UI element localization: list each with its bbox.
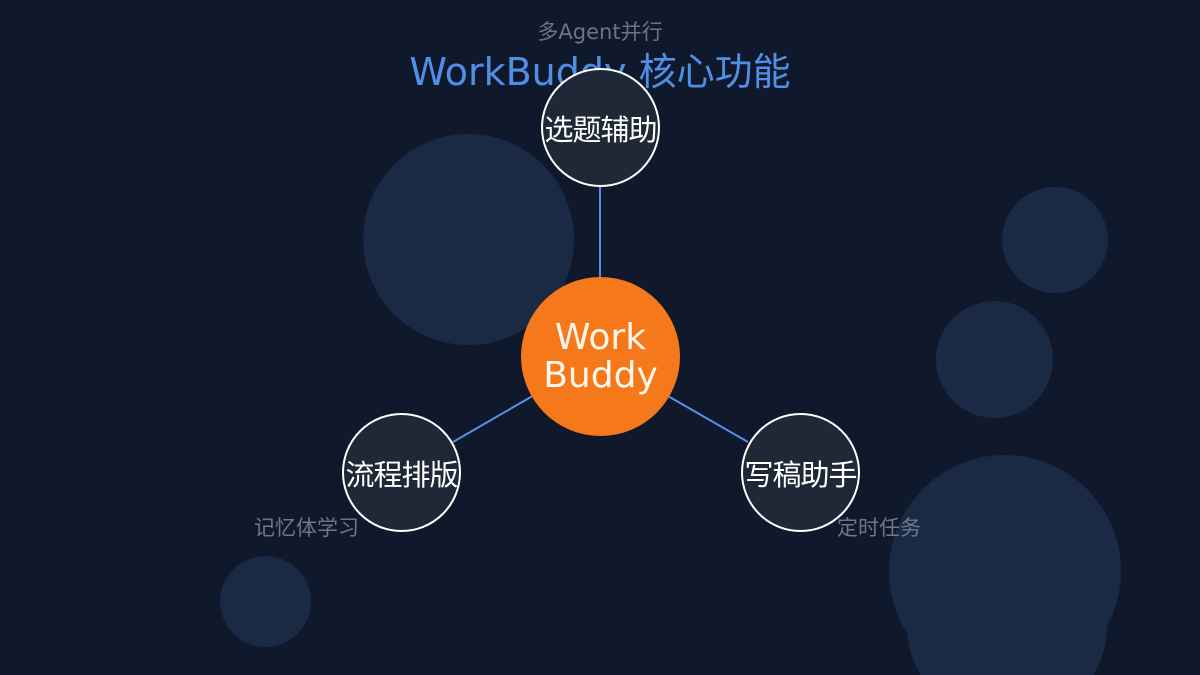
node-label: 写稿助手 — [744, 457, 857, 492]
node-layout-flow[interactable]: 流程排版 — [342, 413, 461, 532]
node-writing-assist[interactable]: 写稿助手 — [741, 413, 860, 532]
label-memory-learning: 记忆体学习 — [254, 516, 359, 540]
decor-circle-bottom-left — [220, 556, 311, 647]
decor-circle-right-top — [1002, 187, 1108, 293]
node-label: 选题辅助 — [544, 112, 657, 147]
center-hub-workbuddy[interactable]: Work Buddy — [521, 277, 680, 436]
decor-circle-bottom-right-b — [907, 525, 1107, 675]
decor-circle-right-middle — [936, 301, 1053, 418]
center-label-line1: Work — [554, 316, 647, 358]
label-scheduled-tasks: 定时任务 — [837, 516, 921, 540]
slide-subtitle: 多Agent并行 — [537, 20, 663, 44]
node-topic-assist[interactable]: 选题辅助 — [541, 68, 660, 187]
node-label: 流程排版 — [345, 457, 458, 492]
center-label-line2: Buddy — [543, 354, 658, 396]
